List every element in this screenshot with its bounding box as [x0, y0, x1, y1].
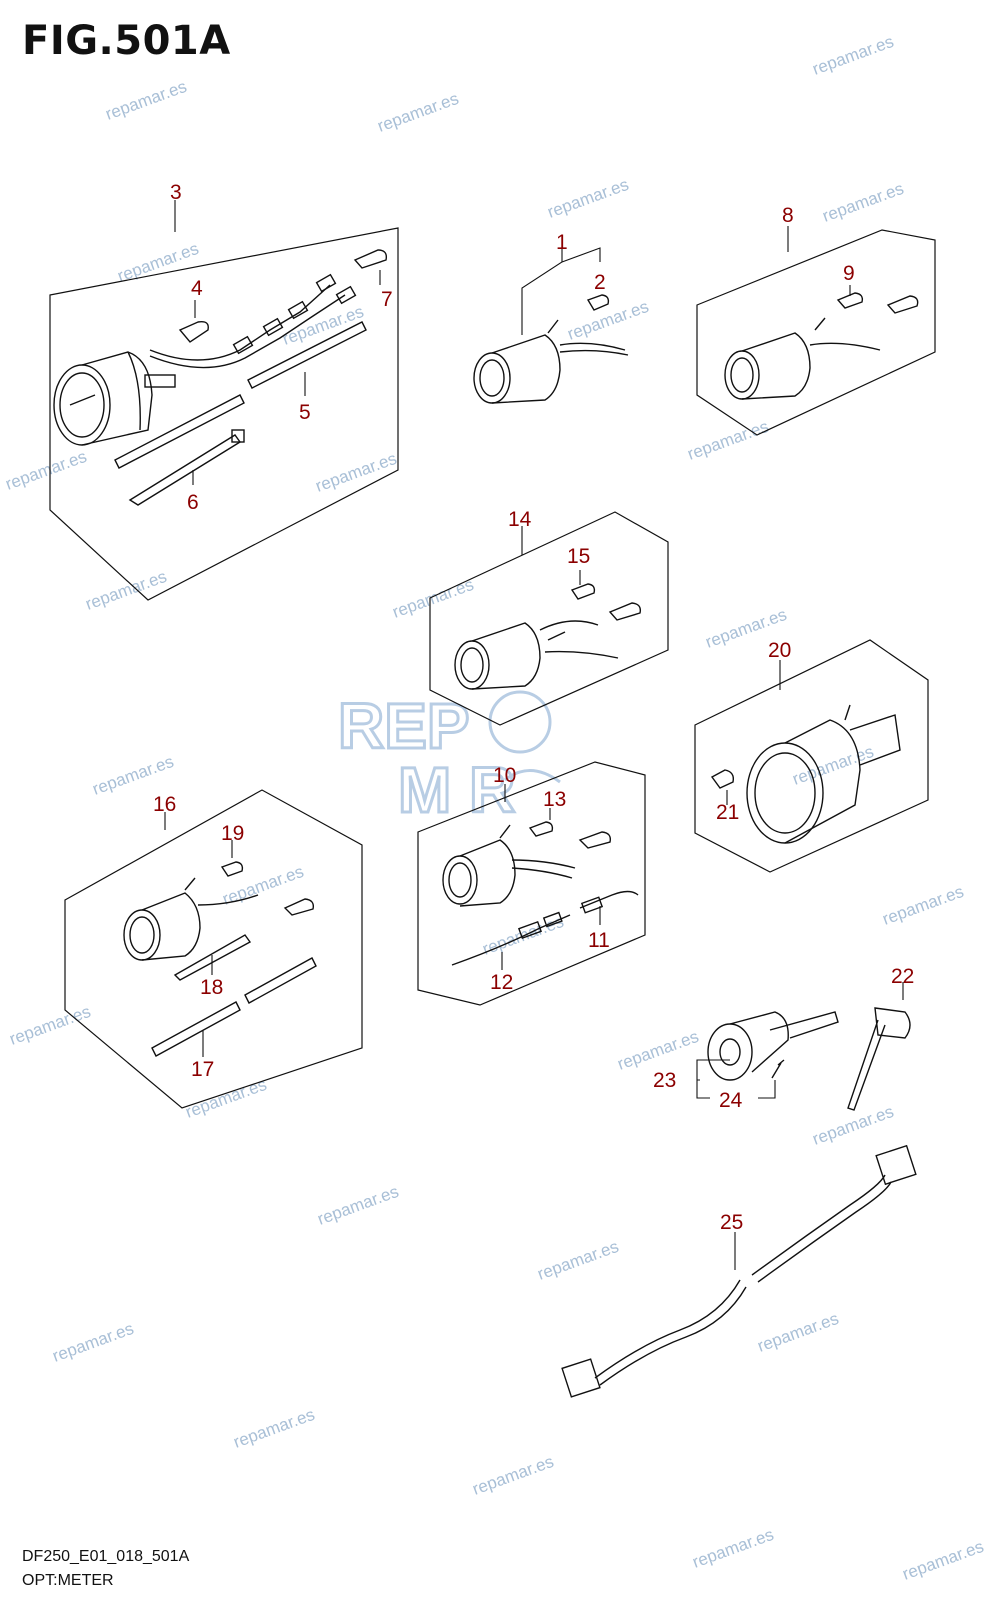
- callout-labels: 1 2 3 4 5 6 7 8 9 10 11 12 13 14 15 16 1…: [153, 181, 914, 1234]
- watermark: repamar.es: [50, 1319, 136, 1366]
- callout-21: 21: [716, 801, 739, 824]
- trim-sender-parts: [696, 982, 911, 1111]
- watermark: repamar.es: [685, 417, 771, 464]
- drawing-name: OPT:METER: [22, 1572, 114, 1589]
- callout-2: 2: [594, 271, 606, 294]
- watermark: repamar.es: [690, 1525, 776, 1572]
- callout-22: 22: [891, 965, 914, 988]
- watermark: repamar.es: [7, 1002, 93, 1049]
- watermark: repamar.es: [313, 449, 399, 496]
- watermark: repamar.es: [83, 567, 169, 614]
- callout-10: 10: [493, 764, 516, 787]
- callout-1: 1: [556, 231, 568, 254]
- callout-15: 15: [567, 545, 590, 568]
- watermark: repamar.es: [103, 77, 189, 124]
- logo-line-2: M R: [398, 754, 515, 826]
- callout-8: 8: [782, 204, 794, 227]
- watermark: repamar.es: [90, 752, 176, 799]
- watermark: repamar.es: [470, 1452, 556, 1499]
- kit-box-20: [694, 639, 929, 873]
- watermark: repamar.es: [810, 32, 896, 79]
- extension-harness-25: [561, 1144, 917, 1398]
- callout-18: 18: [200, 976, 223, 999]
- watermark: repamar.es: [480, 912, 566, 959]
- watermark: repamar.es: [115, 239, 201, 286]
- callout-14: 14: [508, 508, 532, 531]
- kit-box-3: [49, 200, 399, 601]
- repamar-logo: REP M R: [337, 689, 561, 828]
- callout-9: 9: [843, 262, 855, 285]
- watermark: repamar.es: [183, 1075, 269, 1122]
- logo-line-1: REP: [338, 690, 470, 762]
- kit-box-8: [696, 226, 936, 436]
- callout-12: 12: [490, 971, 513, 994]
- callout-17: 17: [191, 1058, 214, 1081]
- watermark: repamar.es: [810, 1102, 896, 1149]
- watermark: repamar.es: [900, 1537, 986, 1584]
- callout-23: 23: [653, 1069, 676, 1092]
- watermark: repamar.es: [3, 447, 89, 494]
- watermark: repamar.es: [375, 89, 461, 136]
- watermark: repamar.es: [315, 1182, 401, 1229]
- watermark: repamar.es: [535, 1237, 621, 1284]
- callout-6: 6: [187, 491, 199, 514]
- callout-16: 16: [153, 793, 176, 816]
- kit-box-14: [429, 511, 669, 726]
- callout-19: 19: [221, 822, 244, 845]
- callout-20: 20: [768, 639, 791, 662]
- figure-title: FIG.501A: [22, 18, 231, 64]
- callout-5: 5: [299, 401, 311, 424]
- callout-11: 11: [588, 929, 610, 952]
- callout-3: 3: [170, 181, 182, 204]
- watermark: repamar.es: [755, 1309, 841, 1356]
- callout-4: 4: [191, 277, 203, 300]
- watermark: repamar.es: [820, 179, 906, 226]
- watermark: repamar.es: [880, 882, 966, 929]
- kit-box-10: [417, 761, 646, 1006]
- drawing-code: DF250_E01_018_501A: [22, 1548, 190, 1565]
- callout-7: 7: [381, 288, 393, 311]
- watermark: repamar.es: [615, 1027, 701, 1074]
- watermark: repamar.es: [231, 1405, 317, 1452]
- callout-13: 13: [543, 788, 566, 811]
- kit-box-16: [64, 789, 363, 1109]
- callout-24: 24: [719, 1089, 743, 1112]
- watermark: repamar.es: [545, 175, 631, 222]
- kit-item-1: [473, 247, 629, 404]
- callout-25: 25: [720, 1211, 743, 1234]
